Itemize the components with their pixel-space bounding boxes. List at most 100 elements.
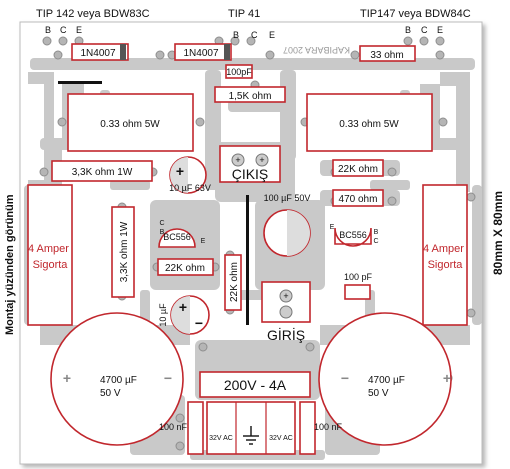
pin-b-left: B bbox=[45, 25, 51, 35]
cap-4700-right-line-2: 50 V bbox=[368, 388, 389, 399]
t-left-c: C bbox=[159, 220, 164, 227]
pin-b-right: B bbox=[405, 25, 411, 35]
input-pad-2 bbox=[279, 305, 293, 319]
transistor-right-outline bbox=[334, 227, 372, 247]
pin-e-left: E bbox=[76, 25, 82, 35]
cap-10uf-label: 10 µF bbox=[158, 303, 168, 327]
res-033-left-outline bbox=[67, 93, 194, 152]
cap-100pf-right-outline bbox=[344, 284, 371, 300]
assembly-side-label: Montaj yüzünden görünüm bbox=[4, 194, 16, 335]
output-label: ÇIKIŞ bbox=[232, 166, 269, 182]
transistor-right-label: TIP147 veya BDW84C bbox=[360, 8, 471, 20]
pin-c-center: C bbox=[251, 30, 258, 40]
cap-10uf-63v-half bbox=[170, 157, 188, 193]
transistor-center-label: TIP 41 bbox=[228, 8, 260, 20]
pin-labels: B C E B C E B C E bbox=[45, 25, 443, 40]
cap-10uf-plus: + bbox=[179, 299, 187, 315]
ground-icon bbox=[243, 426, 259, 445]
fuse-right-line-2: Sigorta bbox=[428, 259, 464, 271]
cap-100pf-top-outline bbox=[225, 64, 253, 79]
cap-4700-right-label: 4700 µF 50 V bbox=[368, 375, 408, 399]
input-pad-1 bbox=[279, 289, 293, 303]
diode-2-label: 1N4007 bbox=[183, 48, 218, 59]
res-22k-right-outline bbox=[332, 159, 384, 177]
res-1k5-label: 1,5K ohm bbox=[229, 91, 272, 102]
fuse-right-line-1: 4 Amper bbox=[423, 243, 464, 255]
supply-label: 200V - 4A bbox=[224, 377, 287, 393]
power-bar-top bbox=[58, 81, 102, 84]
power-bar-vertical bbox=[246, 195, 249, 325]
res-3k3-vertical-outline bbox=[111, 206, 135, 298]
cap-4700-left-line-1: 4700 µF bbox=[100, 375, 137, 386]
res-3k3-vertical-label: 3,3K ohm 1W bbox=[119, 221, 130, 282]
fuse-left-line-2: Sigorta bbox=[33, 259, 69, 271]
input-label: GİRİŞ bbox=[267, 326, 305, 343]
cap-100uf-half bbox=[287, 210, 310, 256]
res-22k-vertical-label: 22K ohm bbox=[229, 262, 240, 302]
pin-c-left: C bbox=[60, 25, 67, 35]
cap-100uf-50v-label: 100 µF 50V bbox=[264, 193, 311, 203]
ac-terminal-outline bbox=[206, 401, 296, 455]
res-22k-mid-label: 22K ohm bbox=[165, 263, 205, 274]
transistor-left-label-bc556: BC556 bbox=[163, 232, 191, 242]
diode-2-outline bbox=[174, 43, 232, 61]
diode-1-label: 1N4007 bbox=[80, 48, 115, 59]
cap-4700-left-plus: + bbox=[63, 370, 71, 386]
res-3k3-1w-outline bbox=[51, 160, 153, 182]
t-right-b: B bbox=[374, 229, 379, 236]
fuse-left-line-1: 4 Amper bbox=[28, 243, 69, 255]
fuse-left-label: 4 Amper Sigorta bbox=[28, 243, 72, 271]
cap-10uf-63v-label: 10 µF 63V bbox=[169, 183, 211, 193]
input-plus-1: + bbox=[283, 291, 288, 301]
cap-100pf-right-label: 100 pF bbox=[344, 272, 373, 282]
cap-4700-right-plus: + bbox=[443, 370, 451, 386]
t-left-b: B bbox=[160, 229, 165, 236]
cap-100nf-left-label: 100 nF bbox=[159, 422, 188, 432]
watermark: KAPIBARA 2007 bbox=[283, 45, 350, 55]
cap-4700-left-minus: − bbox=[164, 370, 172, 386]
res-033-right-label: 0.33 ohm 5W bbox=[339, 119, 399, 130]
cap-4700-left-outline bbox=[50, 312, 184, 446]
t-left-e: E bbox=[201, 238, 206, 245]
cap-4700-right-outline bbox=[318, 312, 452, 446]
res-3k3-1w-label: 3,3K ohm 1W bbox=[72, 167, 133, 178]
cap-10uf-63v-plus: + bbox=[176, 163, 184, 179]
diode-1-band bbox=[120, 44, 126, 60]
fuse-right-outline bbox=[422, 184, 468, 326]
cap-4700-right-minus: − bbox=[341, 370, 349, 386]
cap-10uf-minus: − bbox=[195, 315, 203, 331]
cap-100nf-left-outline bbox=[187, 401, 204, 455]
pin-e-right: E bbox=[437, 25, 443, 35]
res-470-outline bbox=[332, 189, 384, 207]
res-033-left-label: 0.33 ohm 5W bbox=[100, 119, 160, 130]
output-pad-1 bbox=[231, 153, 245, 167]
output-block-outline bbox=[219, 145, 281, 183]
cap-4700-left-line-2: 50 V bbox=[100, 388, 121, 399]
res-33-label: 33 ohm bbox=[370, 50, 403, 61]
t-right-c: C bbox=[373, 238, 378, 245]
res-22k-vertical-outline bbox=[224, 254, 242, 311]
res-22k-right-label: 22K ohm bbox=[338, 164, 378, 175]
ac-right-label: 32V AC bbox=[269, 435, 293, 442]
cap-4700-right-line-1: 4700 µF bbox=[368, 375, 405, 386]
pin-c-right: C bbox=[421, 25, 428, 35]
res-033-right-outline bbox=[306, 93, 433, 152]
output-plus-2: + bbox=[259, 155, 264, 165]
output-pad-2 bbox=[255, 153, 269, 167]
transistor-left-label: TIP 142 veya BDW83C bbox=[36, 8, 150, 20]
diode-2-band bbox=[224, 44, 230, 60]
bridge-rectifier-outline bbox=[199, 371, 311, 398]
cap-100nf-right-label: 100 nF bbox=[314, 422, 343, 432]
cap-100nf-right-outline bbox=[299, 401, 316, 455]
transistor-left-outline bbox=[158, 228, 196, 248]
ac-left-label: 32V AC bbox=[209, 435, 233, 442]
res-1k5-outline bbox=[214, 86, 286, 103]
t-right-e: E bbox=[330, 224, 335, 231]
board-size-label: 80mm X 80mm bbox=[491, 191, 505, 275]
cap-10uf-half bbox=[171, 296, 190, 334]
res-470-label: 470 ohm bbox=[339, 194, 378, 205]
pin-e-center: E bbox=[269, 30, 275, 40]
res-33-outline bbox=[359, 45, 416, 62]
cap-4700-left-label: 4700 µF 50 V bbox=[100, 375, 140, 399]
